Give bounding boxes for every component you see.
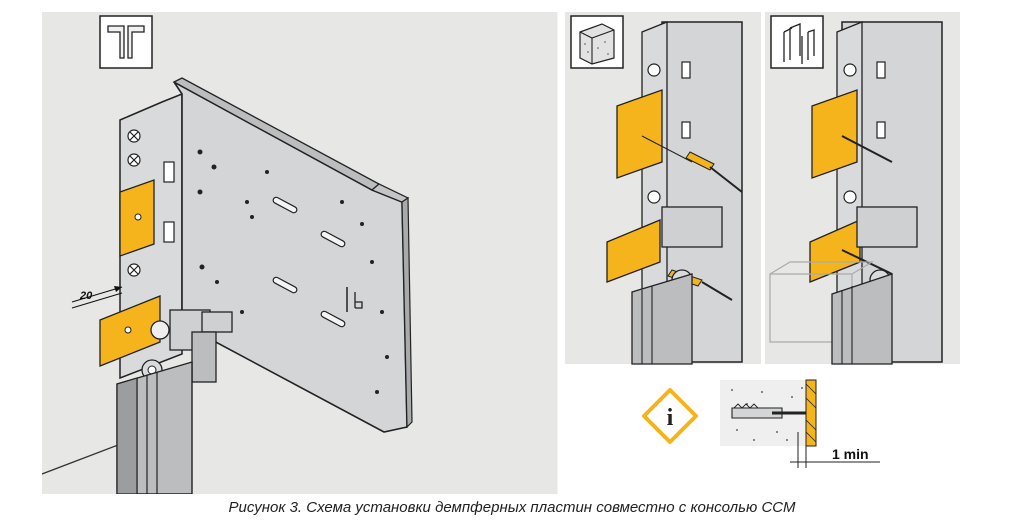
steel-profile-icon (770, 15, 824, 69)
concrete-panel-illustration (606, 21, 743, 365)
installation-figure: 20 (42, 12, 960, 494)
steel-profile-illustration (769, 21, 943, 365)
dimension-20: 20 (71, 286, 123, 309)
dowel-detail: 1 min (720, 379, 880, 468)
dimension-label: 20 (79, 290, 93, 302)
info-icon: i (642, 388, 698, 444)
damper-plate-lower (99, 295, 161, 367)
vertical-profile (116, 361, 193, 494)
damper-plate-upper (119, 179, 155, 257)
min-gap-label: 1 min (832, 446, 869, 462)
console-type-icon (99, 15, 153, 69)
info-letter: i (667, 405, 674, 431)
figure-caption: Рисунок 3. Схема установки демпферных пл… (228, 499, 796, 516)
concrete-icon (570, 15, 624, 69)
